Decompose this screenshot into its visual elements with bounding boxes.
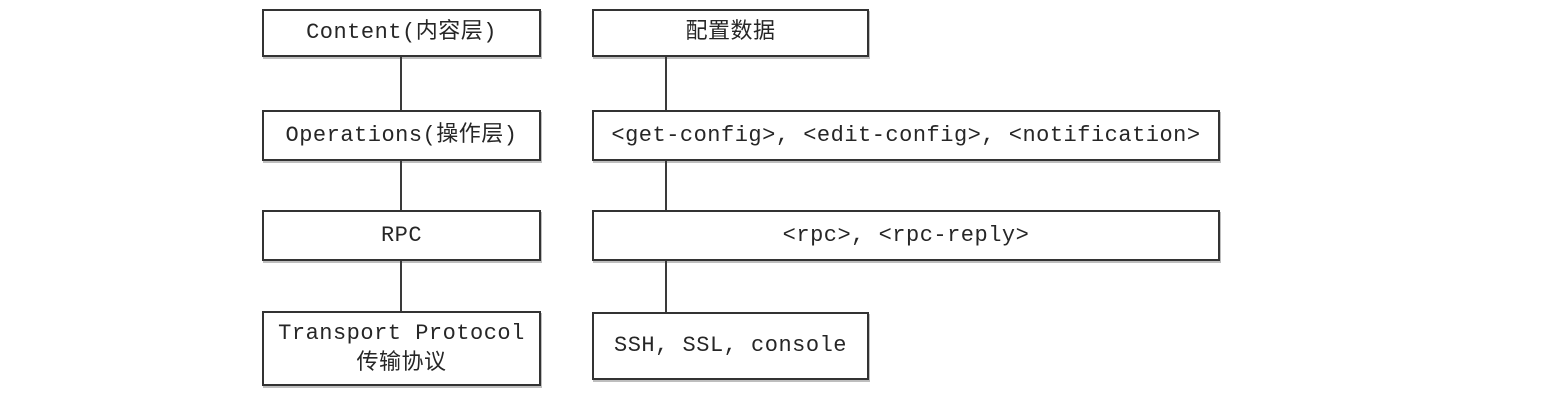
connector-line-right-1 [665,57,667,110]
transport-detail-box: SSH, SSL, console [592,312,869,380]
transport-layer-label-en: Transport Protocol [278,320,525,346]
operations-layer-label: Operations(操作层) [285,122,518,148]
operations-detail-label: <get-config>, <edit-config>, <notificati… [611,122,1201,148]
rpc-detail-label: <rpc>, <rpc-reply> [782,222,1030,248]
connector-line-left-3 [400,261,402,311]
config-data-label: 配置数据 [685,20,776,46]
rpc-detail-box: <rpc>, <rpc-reply> [592,210,1220,261]
config-data-box: 配置数据 [592,9,869,57]
content-layer-label: Content(内容层) [306,20,497,46]
connector-line-right-3 [665,261,667,312]
rpc-layer-box: RPC [262,210,541,261]
connector-line-left-1 [400,57,402,110]
operations-detail-box: <get-config>, <edit-config>, <notificati… [592,110,1220,161]
operations-layer-box: Operations(操作层) [262,110,541,161]
connector-line-left-2 [400,161,402,210]
content-layer-box: Content(内容层) [262,9,541,57]
rpc-layer-label: RPC [380,222,423,248]
transport-layer-box: Transport Protocol 传输协议 [262,311,541,386]
transport-detail-label: SSH, SSL, console [614,333,847,359]
transport-layer-label-cn: 传输协议 [356,350,447,376]
connector-line-right-2 [665,161,667,210]
